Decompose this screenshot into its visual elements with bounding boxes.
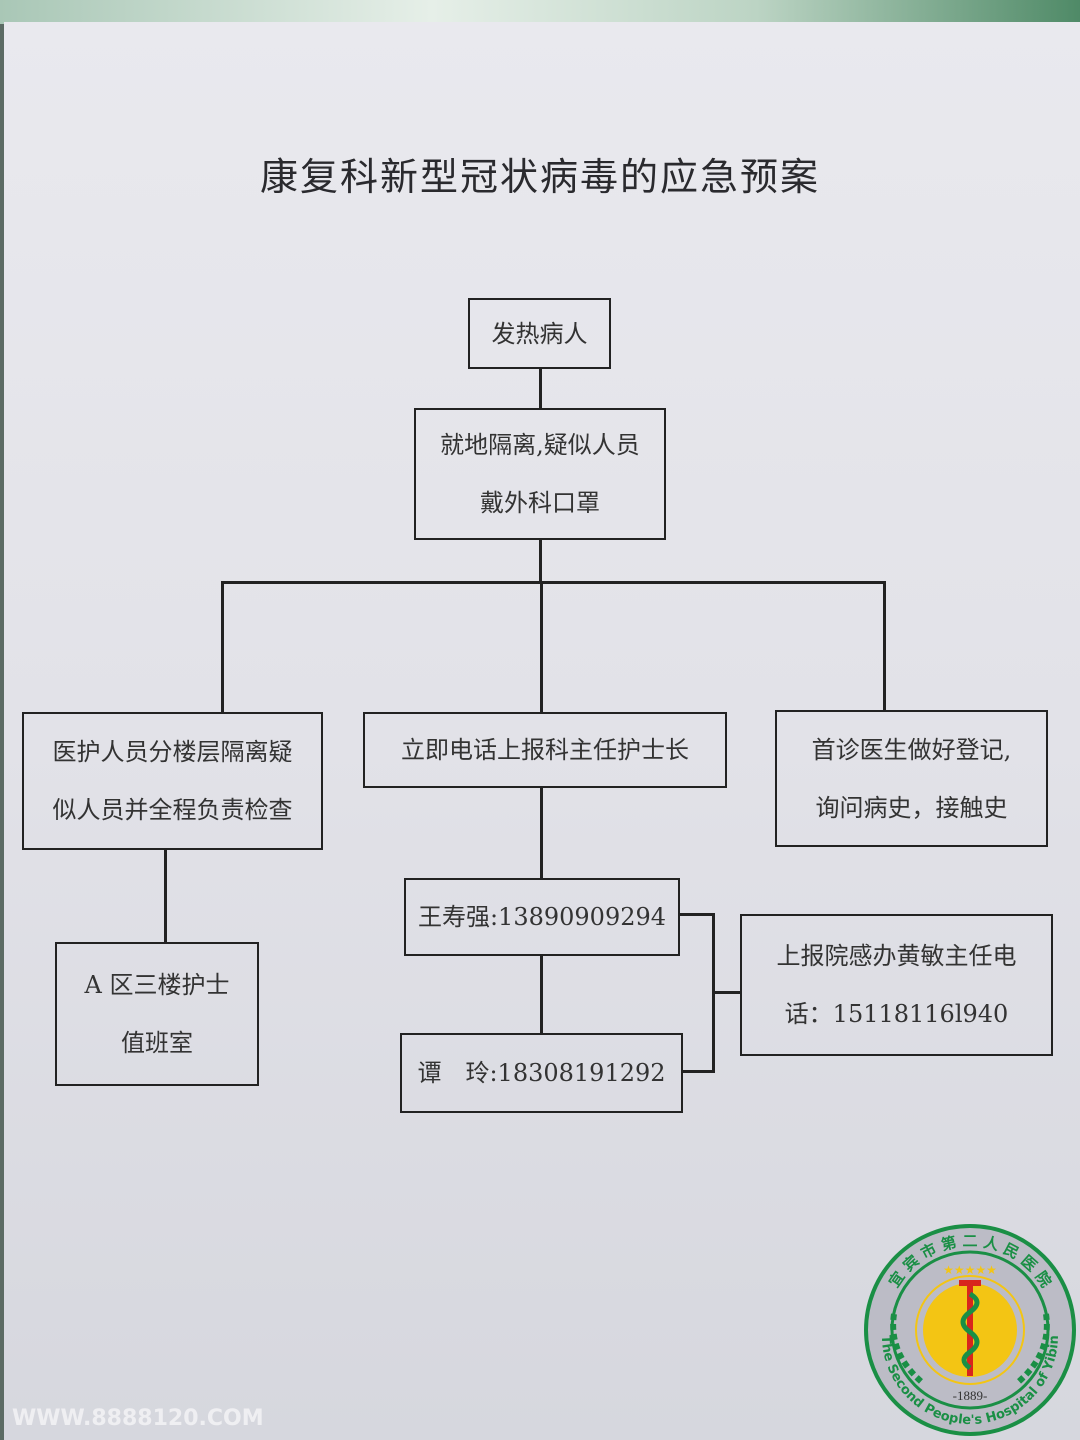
node-text: 似人员并全程负责检查 [52,796,293,824]
node-contact-tan: 谭 玲:18308191292 [400,1033,683,1113]
node-nurse-room: A 区三楼护士值班室 [55,942,259,1086]
connector-line [712,991,740,994]
connector-line [221,581,224,712]
connector-line [164,850,167,942]
watermark: WWW.8888120.COM [12,1406,264,1431]
node-text: 上报院感办黄敏主任电 [776,942,1017,970]
connector-line [539,540,542,583]
node-isolation: 就地隔离,疑似人员戴外科口罩 [414,408,666,540]
svg-text:★★★★★: ★★★★★ [943,1263,997,1277]
connector-line [540,581,543,712]
node-fever-patient: 发热病人 [468,298,611,369]
node-text: 立即电话上报科主任护士长 [401,736,689,764]
node-text: 就地隔离,疑似人员 [440,431,640,459]
node-text: 值班室 [121,1029,193,1057]
node-text: 首诊医生做好登记, [811,735,1012,764]
node-text: 王寿强:13890909294 [417,903,667,931]
document-title: 康复科新型冠状病毒的应急预案 [259,155,820,199]
node-infection-office: 上报院感办黄敏主任电话：15118116l940 [740,914,1053,1056]
node-text: 医护人员分楼层隔离疑 [52,738,293,766]
node-text: 询问病史，接触史 [815,793,1008,822]
svg-text:-1889-: -1889- [953,1388,988,1403]
node-contact-wang: 王寿强:13890909294 [404,878,680,956]
node-text: 戴外科口罩 [480,489,600,517]
node-staff-isolation: 医护人员分楼层隔离疑似人员并全程负责检查 [22,712,323,850]
node-text: 发热病人 [491,319,588,348]
node-text: A 区三楼护士 [84,971,230,999]
connector-line [221,581,885,584]
node-text: 谭 玲:18308191292 [417,1059,666,1087]
connector-line [680,913,714,916]
connector-line [540,956,543,1033]
background-tablecloth [0,0,1080,24]
node-report-phone: 立即电话上报科主任护士长 [363,712,727,788]
connector-line [539,369,542,408]
hospital-logo: ★★★★★ -1889- 宜 宾 市 第 二 人 民 医 院 The Secon… [864,1224,1076,1436]
node-text: 话：15118116l940 [784,1000,1009,1028]
connector-line [883,581,886,710]
node-doctor-register: 首诊医生做好登记, 询问病史，接触史 [775,710,1048,847]
connector-line [683,1070,715,1073]
connector-line [540,788,543,878]
paper-document [4,22,1080,1440]
